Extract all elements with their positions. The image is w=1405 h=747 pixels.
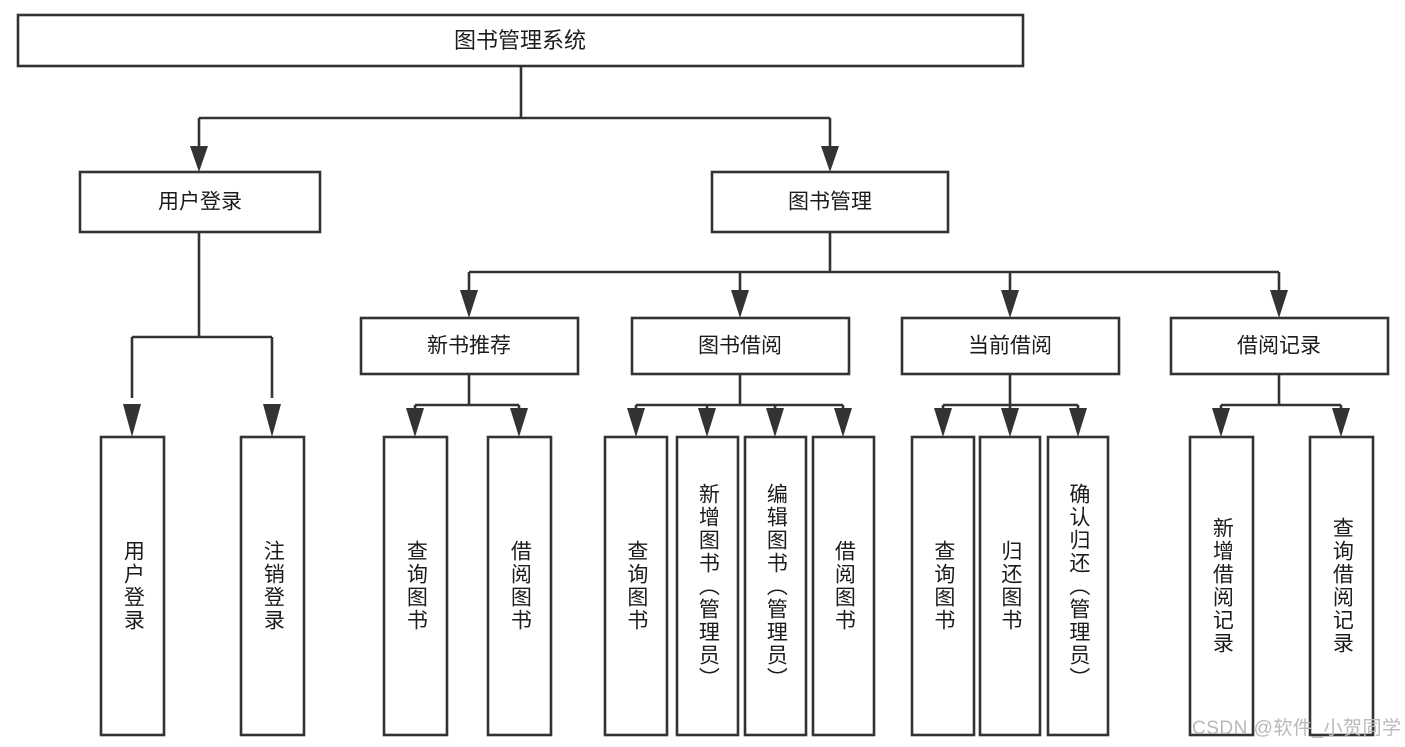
node-leaf-user-login[interactable] [99,435,166,737]
node-leaf-return-book[interactable] [978,435,1042,737]
node-leaf-borrow-book-2[interactable] [811,435,876,737]
node-leaf-query-book-1[interactable] [382,435,449,737]
node-layer: 图书管理系统 用户登录 图书管理 新书推荐 图书借阅 当前借阅 借阅记录 [16,13,1390,737]
node-current-borrow[interactable] [900,316,1121,376]
node-leaf-query-book-2[interactable] [603,435,669,737]
arrow-head-leaf-query-record [1332,408,1350,437]
arrow-head-leaf-query-book-3 [934,408,952,437]
node-book-manage[interactable] [710,170,950,234]
node-borrow-record[interactable] [1169,316,1390,376]
arrow-head-new-book-recommend [460,290,478,318]
node-leaf-borrow-book-1[interactable] [486,435,553,737]
node-root[interactable] [16,13,1025,68]
node-user-login[interactable] [78,170,322,234]
node-root-label: 图书管理系统 [454,28,586,53]
connector-layer [123,66,1350,437]
node-book-manage-label: 图书管理 [788,191,872,214]
arrow-head-leaf-borrow-book-1 [510,408,528,437]
node-borrow-record-label: 借阅记录 [1237,335,1321,358]
arrow-head-leaf-borrow-book-2 [834,408,852,437]
node-leaf-query-book-3[interactable] [910,435,976,737]
arrow-head-leaf-user-login [123,404,141,437]
node-book-borrow-label: 图书借阅 [698,335,782,358]
arrow-head-leaf-query-book-2 [627,408,645,437]
arrow-head-leaf-return-book [1001,408,1019,437]
node-leaf-query-record[interactable] [1308,435,1375,737]
arrow-head-user-login [190,146,208,172]
arrow-head-leaf-query-book-1 [406,408,424,437]
arrow-head-book-manage [821,146,839,172]
node-leaf-edit-book[interactable] [743,435,808,737]
arrow-head-leaf-confirm-return [1069,408,1087,437]
node-user-login-label: 用户登录 [158,191,242,214]
arrow-head-borrow-record [1270,290,1288,318]
watermark-text: CSDN @软件_小贺同学 [1192,718,1402,739]
node-current-borrow-label: 当前借阅 [968,335,1052,358]
arrow-head-book-borrow [731,290,749,318]
node-book-borrow[interactable] [630,316,851,376]
arrow-head-leaf-user-logout [263,404,281,437]
arrow-head-leaf-add-record [1212,408,1230,437]
arrow-head-leaf-add-book [698,408,716,437]
node-leaf-user-logout[interactable] [239,435,306,737]
node-leaf-add-book[interactable] [675,435,740,737]
arrow-head-leaf-edit-book [766,408,784,437]
node-new-book-recommend-label: 新书推荐 [427,335,511,358]
node-leaf-confirm-return[interactable] [1046,435,1110,737]
node-new-book-recommend[interactable] [359,316,580,376]
arrow-head-current-borrow [1001,290,1019,318]
node-leaf-add-record[interactable] [1188,435,1255,737]
